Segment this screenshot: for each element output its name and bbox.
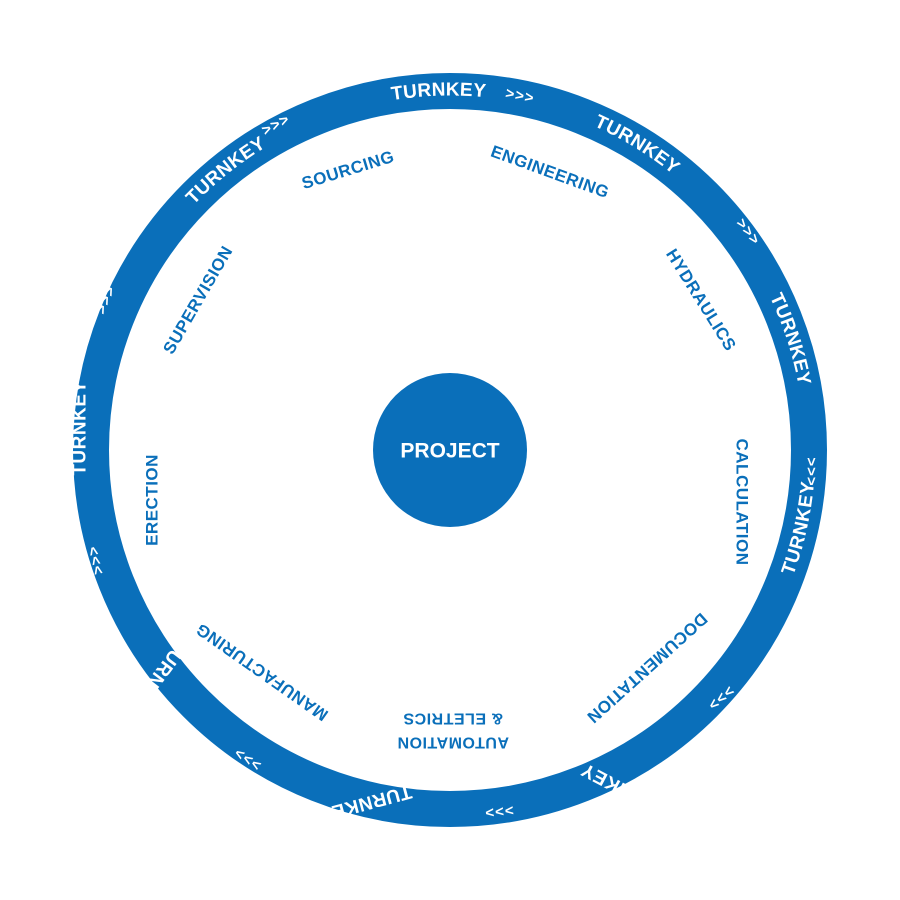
center-label: PROJECT <box>400 440 499 463</box>
step-supervision: SUPERVISION <box>159 243 236 358</box>
ring-arrow-forward-top: >>> <box>504 85 536 107</box>
ring-word-turnkey-left: TURNKEY <box>70 380 91 475</box>
step-automation-eletrics-line1: AUTOMATION <box>397 734 509 751</box>
ring-word-turnkey-top-left: TURNKEY <box>182 133 269 209</box>
outer-ring <box>73 73 827 827</box>
ring-arrow-forward-far-right: >>> <box>803 457 820 486</box>
step-sourcing: SOURCING <box>299 147 396 193</box>
step-calculation: CALCULATION <box>733 439 752 566</box>
step-erection: ERECTION <box>143 454 162 546</box>
center-circle <box>373 373 527 527</box>
step-engineering: ENGINEERING <box>488 142 612 202</box>
ring-arrow-forward-lower-left: >>> <box>84 544 107 576</box>
step-hydraulics: HYDRAULICS <box>662 246 740 355</box>
step-automation-eletrics-line2: & ELETRICS <box>403 710 503 727</box>
ring-arrow-backward-bottom: <<< <box>485 802 516 822</box>
